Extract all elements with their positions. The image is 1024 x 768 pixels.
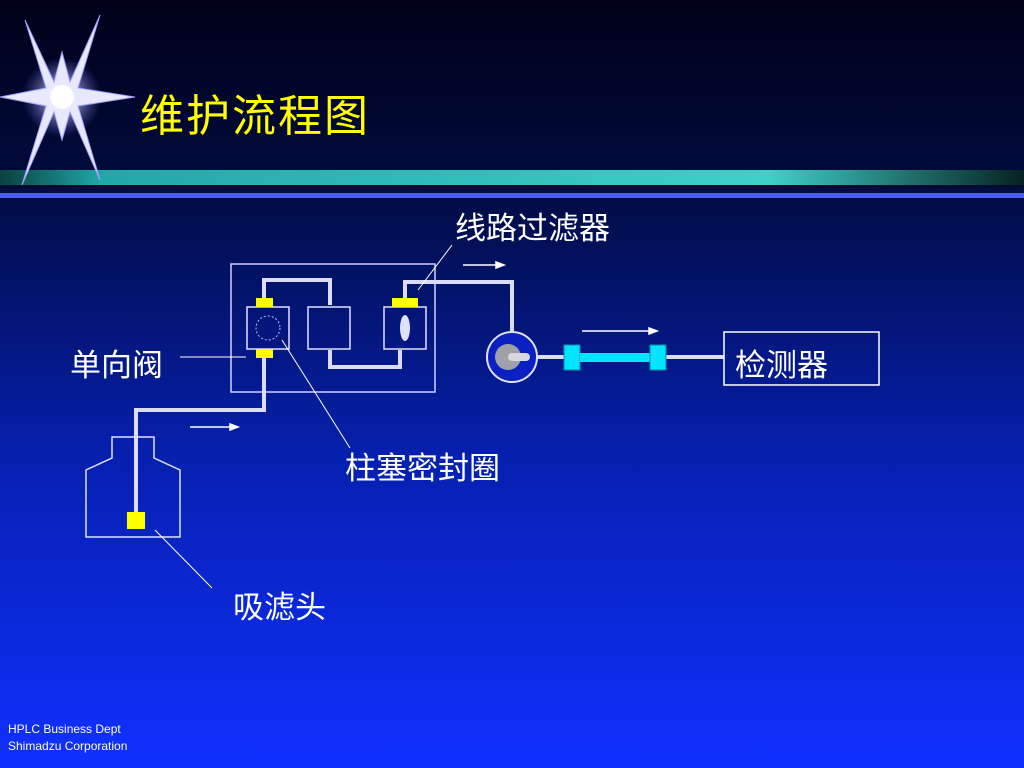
pump-chamber-left bbox=[246, 306, 290, 350]
flow-arrows bbox=[190, 260, 660, 432]
footer-line-1: HPLC Business Dept bbox=[8, 722, 121, 736]
tubing bbox=[134, 278, 724, 512]
footer-line-2: Shimadzu Corporation bbox=[8, 739, 128, 753]
column-icon bbox=[563, 344, 667, 371]
injector-icon bbox=[486, 331, 538, 383]
page-title: 维护流程图 bbox=[140, 91, 370, 142]
line-filter-label: 线路过滤器 bbox=[455, 211, 610, 247]
check-valve-top bbox=[256, 298, 273, 307]
check-valve-label: 单向阀 bbox=[70, 348, 163, 384]
solvent-bottle bbox=[85, 436, 181, 538]
pump-chamber-right bbox=[383, 306, 427, 350]
leader-lines bbox=[154, 244, 453, 589]
detector-label: 检测器 bbox=[735, 348, 828, 384]
footer: HPLC Business Dept Shimadzu Corporation bbox=[8, 721, 127, 755]
piston-seal-label: 柱塞密封圈 bbox=[345, 451, 500, 487]
star-burst-icon bbox=[0, 14, 136, 186]
suction-filter-label: 吸滤头 bbox=[233, 590, 326, 626]
suction-filter bbox=[127, 512, 145, 529]
pump-housing bbox=[230, 263, 436, 393]
title-divider-band bbox=[0, 170, 1024, 198]
detector-box bbox=[723, 331, 880, 386]
line-filter bbox=[392, 298, 418, 307]
pump-chamber-middle bbox=[307, 306, 351, 350]
check-valve-bottom bbox=[256, 349, 273, 358]
